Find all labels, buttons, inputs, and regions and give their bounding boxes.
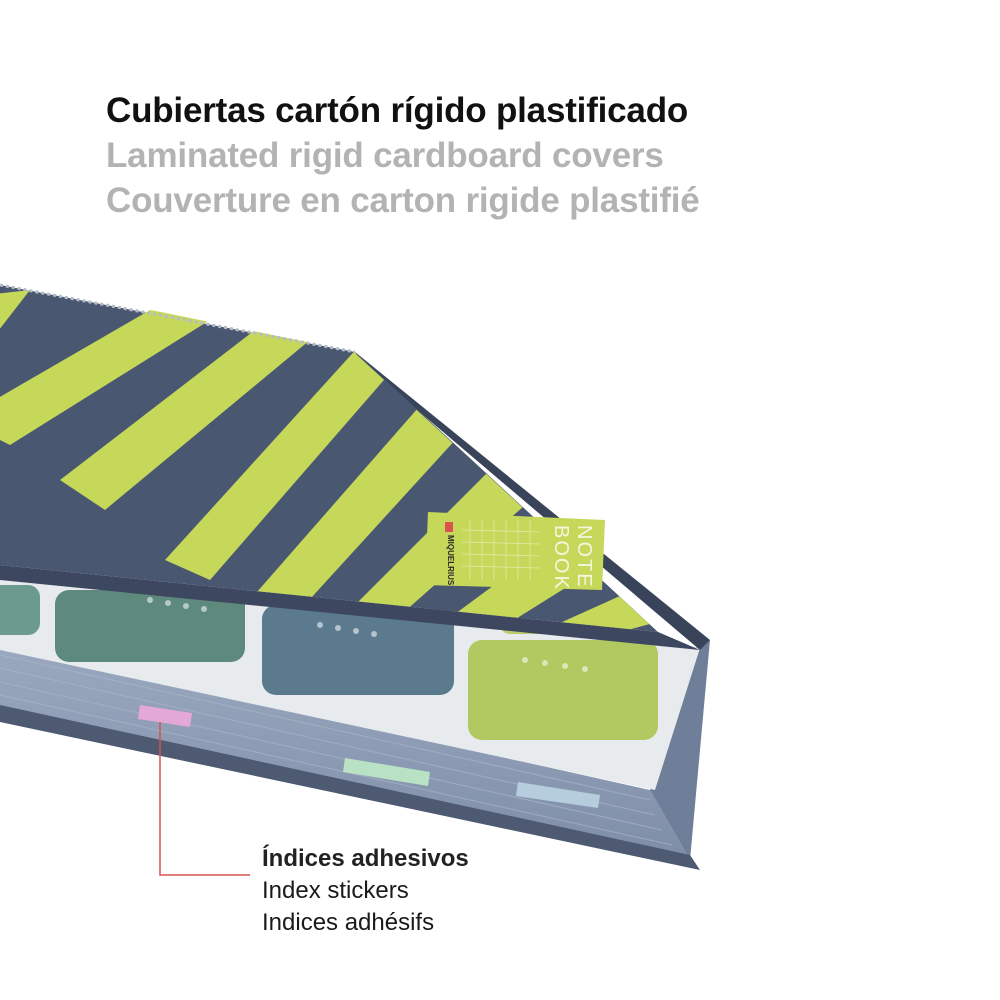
sticker-square (55, 590, 245, 662)
page-block (0, 640, 710, 870)
cover-bottom-edge (0, 565, 700, 650)
sticker-square (468, 640, 658, 740)
headline-spanish: Cubiertas cartón rígido plastificado (106, 91, 689, 130)
page-block-front-edge (0, 645, 690, 860)
cover-binding-edge (0, 283, 356, 354)
callout-line (159, 722, 250, 876)
cover-label: MIQUELRIUS NOTE BOOK (425, 512, 605, 591)
sticker-square (0, 585, 40, 635)
index-tab-mint (343, 758, 430, 786)
headline: Cubiertas cartón rígido plastificado Lam… (106, 88, 700, 223)
callout-french: Indices adhésifs (262, 909, 435, 936)
brand-logo-mark (445, 522, 453, 532)
headline-french: Couverture en carton rigide plastifié (106, 181, 700, 220)
label-grid (461, 520, 541, 580)
cover-spine-edge (355, 352, 710, 650)
sticker-square (262, 605, 454, 695)
label-note-word: NOTE (573, 525, 595, 589)
index-tab-blue (516, 782, 600, 808)
brand-name: MIQUELRIUS (446, 535, 455, 586)
label-book-word: BOOK (550, 525, 572, 591)
callout-text: Índices adhesivos Index stickers Indices… (262, 843, 469, 939)
callout-spanish: Índices adhesivos (262, 845, 469, 872)
page-block-right-edge (650, 640, 710, 860)
index-tab-pink (138, 705, 192, 727)
callout-english: Index stickers (262, 877, 409, 904)
headline-english: Laminated rigid cardboard covers (106, 136, 664, 175)
back-cover-edge (0, 705, 700, 870)
index-tabs (138, 705, 600, 808)
